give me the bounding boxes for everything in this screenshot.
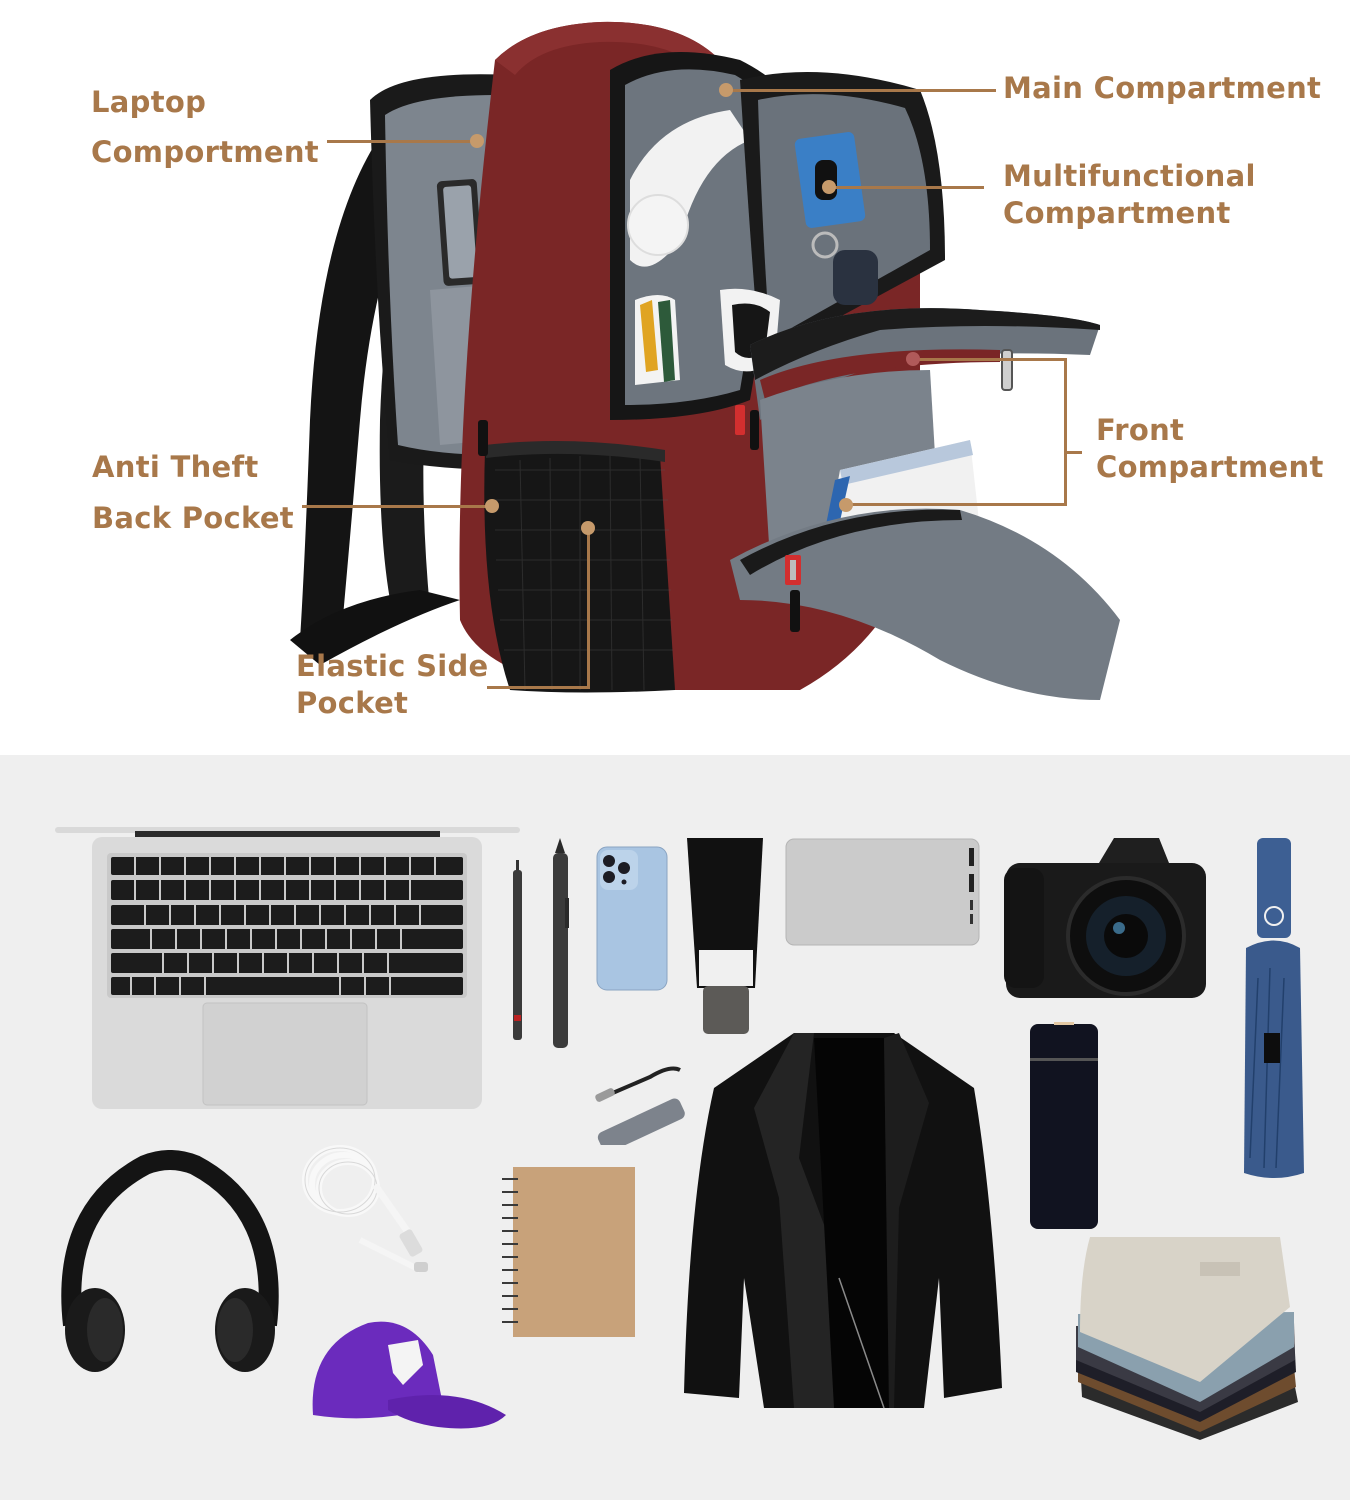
callout-anti-theft-line1: Anti Theft <box>92 450 259 484</box>
usb-charging-cable-item <box>302 1145 428 1273</box>
callout-multifunctional-compartment: Multifunctional Compartment <box>1003 158 1256 232</box>
callout-front-compartment: Front Compartment <box>1096 412 1324 486</box>
leader-dot-elastic-side <box>581 521 595 535</box>
callout-front-line1: Front <box>1096 413 1185 447</box>
callout-elastic-side-line2: Pocket <box>296 686 409 720</box>
callout-laptop-line2: Comportment <box>91 135 319 169</box>
leather-jacket-item <box>684 1033 1002 1409</box>
leader-line-laptop <box>327 140 477 143</box>
stylus-pen-item <box>553 838 569 1048</box>
leader-line-elastic-vertical <box>587 529 590 689</box>
usb-c-hub-item <box>595 1066 685 1145</box>
leader-bracket-front-tick <box>1064 451 1082 454</box>
callout-main-line1: Main Compartment <box>1003 71 1322 105</box>
leader-dot-front-bottom <box>839 498 853 512</box>
smartphone-item <box>596 846 668 991</box>
leader-line-elastic-horizontal <box>487 686 590 689</box>
leader-line-multifunctional <box>830 186 984 189</box>
dslr-camera-item <box>1004 838 1206 998</box>
leader-line-anti-theft <box>302 505 492 508</box>
leader-dot-front-top <box>906 352 920 366</box>
callout-anti-theft-back-pocket: Anti Theft Back Pocket <box>92 449 294 537</box>
baseball-cap-item <box>312 1321 506 1429</box>
callout-multifunctional-line1: Multifunctional <box>1003 159 1256 193</box>
leader-dot-multifunctional <box>822 180 836 194</box>
leader-dot-main <box>719 83 733 97</box>
leader-bracket-front-top <box>912 358 1067 361</box>
callout-anti-theft-line2: Back Pocket <box>92 501 294 535</box>
callout-multifunctional-line2: Compartment <box>1003 196 1231 230</box>
callout-front-line2: Compartment <box>1096 450 1324 484</box>
callout-main-compartment: Main Compartment <box>1003 70 1321 107</box>
leader-line-main <box>726 89 996 92</box>
backpack-illustration <box>290 21 1120 700</box>
folded-trousers-item <box>1076 1237 1298 1440</box>
spiral-notebook-item <box>502 1167 635 1337</box>
callout-elastic-side-line1: Elastic Side <box>296 649 489 683</box>
leader-bracket-front-vertical <box>1064 358 1067 506</box>
leader-dot-anti-theft <box>485 499 499 513</box>
callout-laptop-line1: Laptop <box>91 85 207 119</box>
folding-umbrella-item <box>1244 838 1304 1178</box>
leader-bracket-front-bottom <box>846 503 1067 506</box>
power-bank-item <box>785 838 980 946</box>
callout-elastic-side-pocket: Elastic Side Pocket <box>296 648 489 722</box>
headphones-item <box>61 1150 279 1372</box>
leader-dot-laptop <box>470 134 484 148</box>
mechanical-pencil-item <box>513 860 522 1040</box>
cosmetic-tube-item <box>687 838 763 1034</box>
thermos-bottle-item <box>1030 1022 1098 1229</box>
laptop-item <box>55 827 520 1109</box>
callout-laptop-compartment: Laptop Comportment <box>91 84 319 171</box>
